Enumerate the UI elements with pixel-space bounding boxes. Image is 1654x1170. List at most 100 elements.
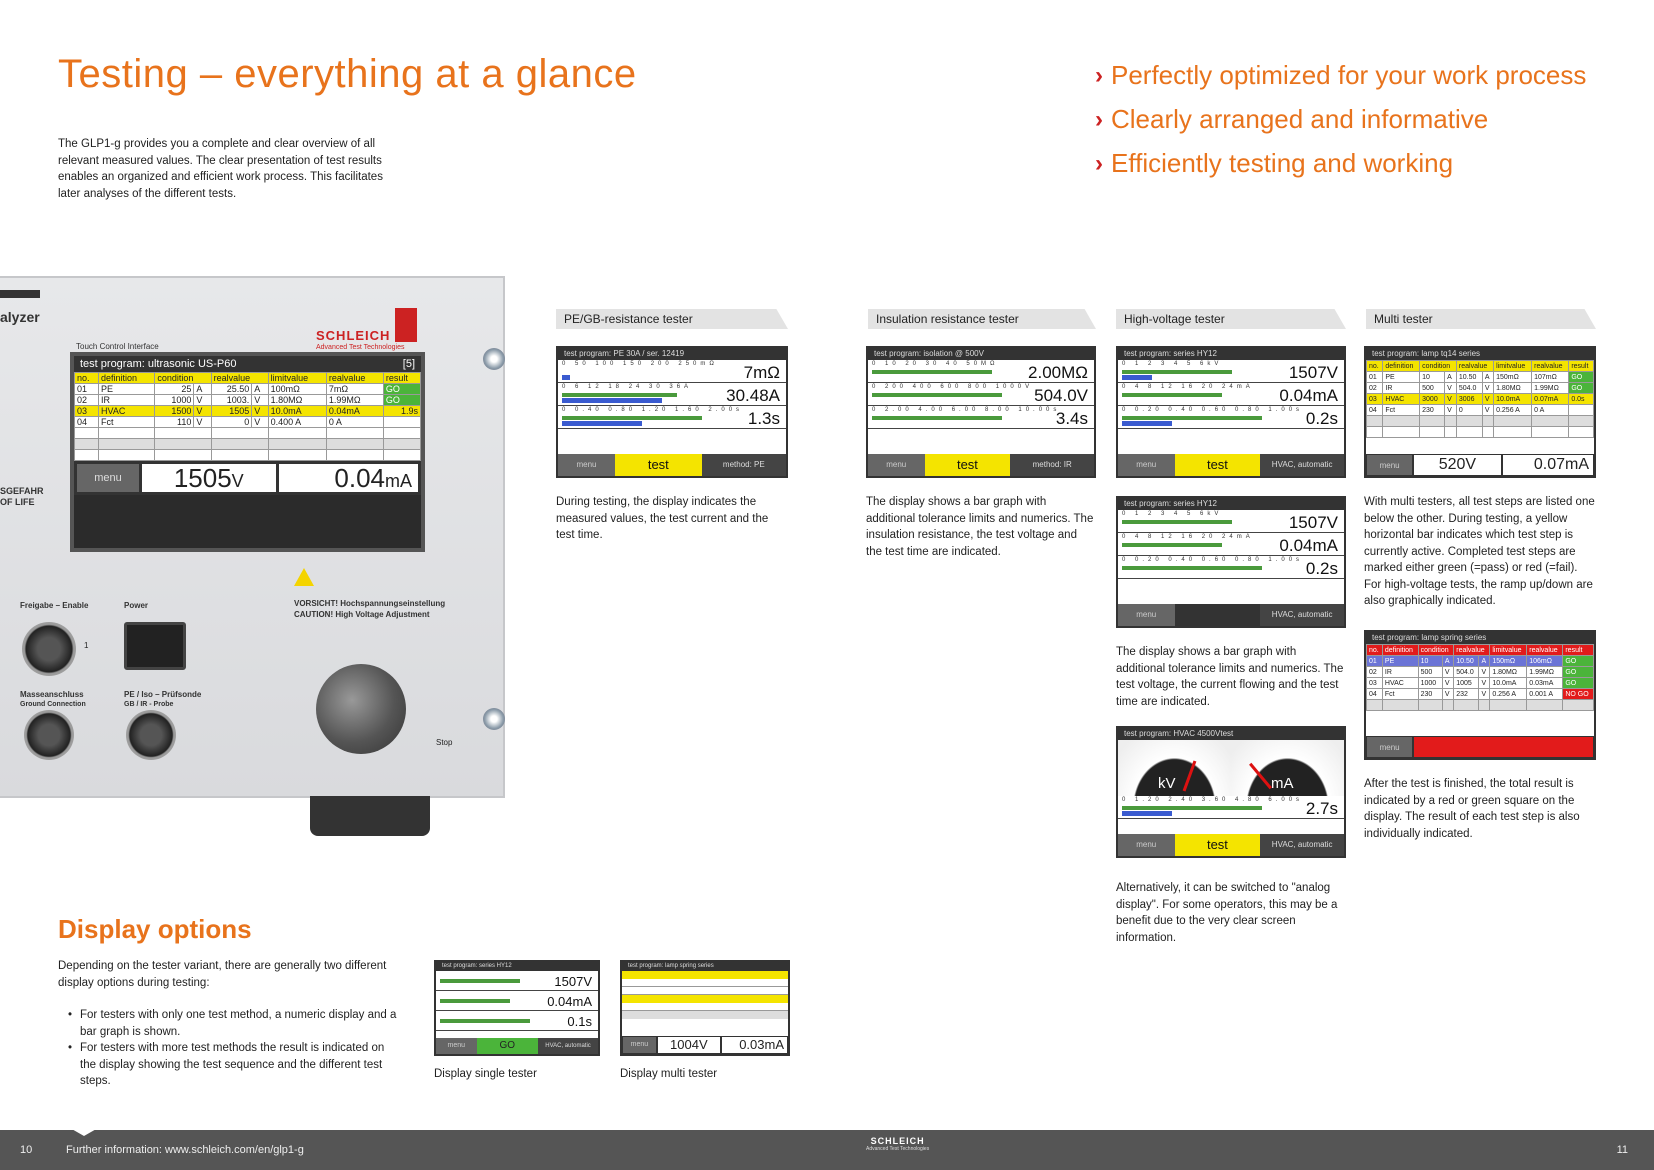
enable-key-switch[interactable] [22,622,76,676]
device-foot [310,796,430,836]
menu-button[interactable]: menu [623,1037,656,1053]
method-button[interactable]: HVAC, automatic [1260,834,1344,856]
page-number-right: 11 [1616,1144,1628,1156]
menu-button[interactable]: menu [77,464,139,492]
voltage-readout: 520V [1414,455,1501,475]
chevron-right-icon: › [1095,149,1103,177]
multi-screen: test program: lamp tq14 series no.defini… [1364,346,1596,478]
current-readout: 0.03mA [721,1037,788,1053]
voltage-adjust-knob[interactable] [316,664,406,754]
current-readout: 0.04mA [278,464,418,492]
tab-pe-tester: PE/GB-resistance tester [556,309,788,329]
intro-text: The GLP1-g provides you a complete and c… [58,138,383,200]
method-button[interactable]: HVAC, automatic [1260,454,1344,476]
current-readout: 0.07mA [1502,455,1593,475]
tab-hv-tester: High-voltage tester [1116,309,1346,329]
method-button[interactable]: HVAC, automatic [1260,604,1344,626]
display-options-text: Depending on the tester variant, there a… [58,958,398,1090]
device-photo: alyzer SCHLEICH Advanced Test Technologi… [0,276,510,836]
menu-button[interactable]: menu [1118,604,1175,626]
ma-gauge: mA [1231,740,1344,796]
method-button[interactable]: method: IR [1010,454,1094,476]
footer-notch [70,1128,98,1136]
hv-analog-screen: test program: HVAC 4500Vtest kV mA 0 1.2… [1116,726,1346,858]
test-button[interactable]: test [1174,834,1261,856]
power-switch[interactable] [124,622,186,670]
method-button[interactable]: HVAC, automatic [538,1038,598,1054]
ir-screen: test program: isolation @ 500V 0 10 20 3… [866,346,1096,478]
power-label: Power [124,601,149,610]
list-item: For testers with only one test method, a… [68,1007,398,1040]
test-button[interactable]: test [1174,454,1261,476]
method-button[interactable]: method: PE [701,454,786,476]
schleich-logo-icon [395,308,417,342]
feature-item: ›Efficiently testing and working [1095,148,1454,178]
list-item: For testers with more test methods the r… [68,1040,398,1090]
menu-button[interactable]: menu [436,1038,477,1054]
section-title: Display options [58,914,252,944]
ma-needle [1249,762,1272,790]
further-info-link[interactable]: Further information: www.schleich.com/en… [66,1144,304,1156]
analog-meters: kV mA [1118,740,1344,796]
footer-logo: SCHLEICH Advanced Test Technologies [866,1136,930,1152]
feature-item: ›Perfectly optimized for your work proce… [1095,60,1587,90]
menu-button[interactable]: menu [1367,737,1413,757]
probe-connector[interactable] [126,710,176,760]
fail-result-indicator [1414,737,1593,757]
page-footer: 10 Further information: www.schleich.com… [0,1128,1654,1170]
enable-position-label: 1 [84,641,89,650]
page-title: Testing – everything at a glance [58,52,637,96]
menu-button[interactable]: menu [1118,454,1175,476]
kv-gauge: kV [1118,740,1231,796]
test-button[interactable]: test [615,454,702,476]
pe-screen: test program: PE 30A / ser. 12419 0 50 1… [556,346,788,478]
page-number-left: 10 [20,1144,33,1156]
test-button[interactable]: test [924,454,1011,476]
device-brand-sub: Advanced Test Technologies [316,344,405,351]
status-area [1174,604,1261,626]
multi-caption-2: After the test is finished, the total re… [1364,778,1580,840]
go-indicator: GO [476,1038,539,1054]
menu-button[interactable]: menu [1367,455,1413,475]
ir-caption: The display shows a bar graph with addit… [866,496,1094,558]
enable-label: Freigabe – Enable [20,601,89,610]
device-strip [0,290,40,298]
feature-item: ›Clearly arranged and informative [1095,104,1489,134]
tab-ir-tester: Insulation resistance tester [868,309,1096,329]
kv-needle [1182,760,1197,792]
device-model-label: alyzer [0,309,40,325]
multi-caption: With multi testers, all test steps are l… [1364,496,1595,607]
ground-connector[interactable] [24,710,74,760]
device-brand: SCHLEICH [316,328,391,343]
chevron-right-icon: › [1095,61,1103,89]
hv-screen: test program: series HY12 0 1 2 3 4 5 6k… [1116,346,1346,478]
tab-multi-tester: Multi tester [1366,309,1596,329]
touch-label: Touch Control Interface [76,342,159,351]
voltage-readout: 1004V [657,1037,720,1053]
single-tester-screen: test program: series HY12 1507V 0.04mA 0… [434,960,600,1056]
menu-button[interactable]: menu [868,454,925,476]
hv-caption-3: Alternatively, it can be switched to "an… [1116,882,1338,944]
menu-button[interactable]: menu [1118,834,1175,856]
menu-button[interactable]: menu [558,454,615,476]
hv-caption-2: The display shows a bar graph with addit… [1116,646,1344,708]
multi-display-caption: Display multi tester [620,1068,718,1080]
